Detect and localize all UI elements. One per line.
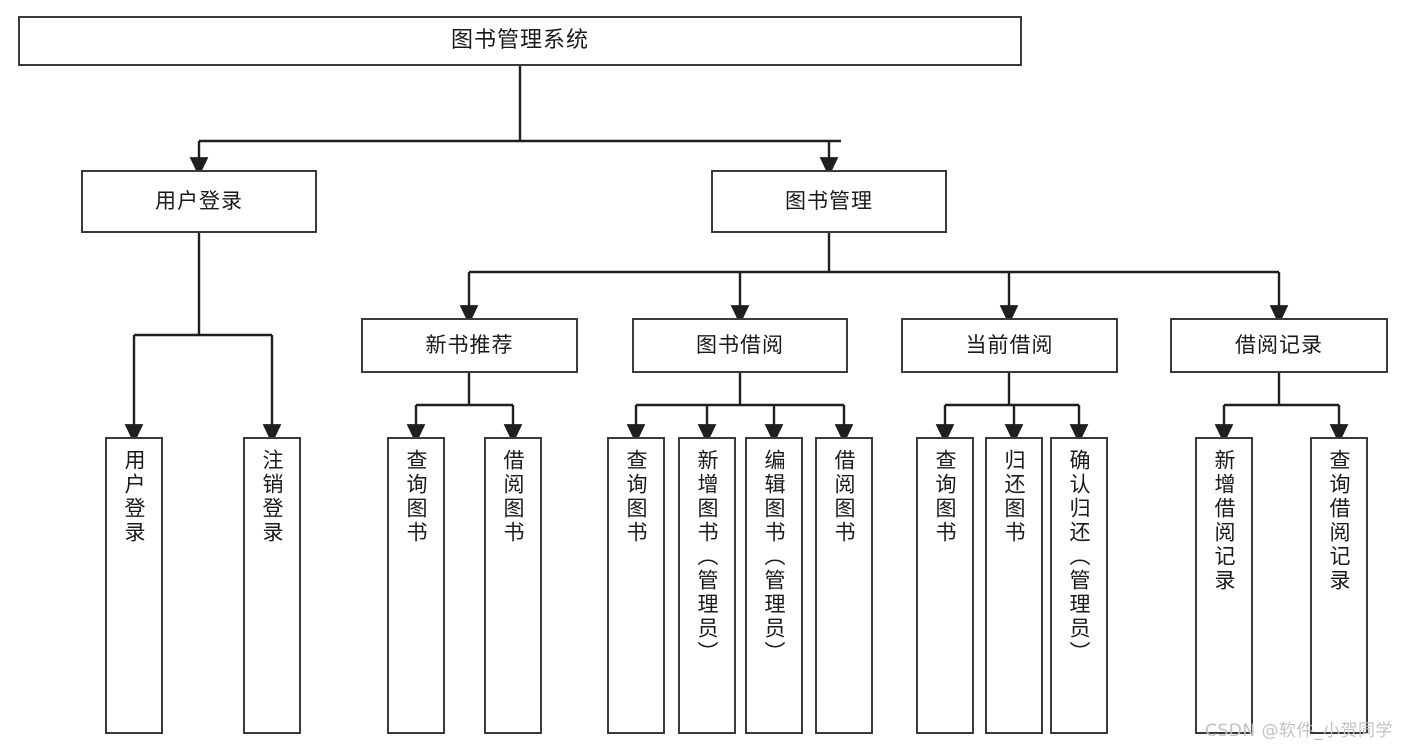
node-label: 注销登录 [260, 449, 285, 545]
node-label: 新书推荐 [425, 332, 514, 357]
node-leaf-logout[interactable]: 注销登录 [243, 437, 301, 734]
node-leaf-query-books-newbook[interactable]: 查询图书 [387, 437, 445, 734]
node-leaf-confirm-return-admin[interactable]: 确认归还（管理员） [1050, 437, 1108, 734]
node-label: 查询图书 [933, 449, 958, 545]
node-label: 新增图书（管理员） [695, 449, 720, 665]
node-book-management[interactable]: 图书管理 [711, 170, 947, 233]
node-current-borrowing[interactable]: 当前借阅 [901, 318, 1118, 373]
node-label: 图书管理系统 [450, 27, 589, 53]
node-leaf-user-login[interactable]: 用户登录 [105, 437, 163, 734]
node-label: 当前借阅 [965, 332, 1054, 357]
node-leaf-edit-book-admin[interactable]: 编辑图书（管理员） [745, 437, 803, 734]
node-label: 借阅图书 [832, 449, 857, 545]
node-root-book-management-system[interactable]: 图书管理系统 [18, 16, 1022, 66]
node-leaf-borrow-books-borrow[interactable]: 借阅图书 [815, 437, 873, 734]
node-label: 查询借阅记录 [1327, 449, 1352, 593]
node-label: 归还图书 [1002, 449, 1027, 545]
node-leaf-query-books-current[interactable]: 查询图书 [916, 437, 974, 734]
node-label: 查询图书 [404, 449, 429, 545]
node-label: 用户登录 [155, 188, 243, 213]
node-leaf-add-borrow-record[interactable]: 新增借阅记录 [1195, 437, 1253, 734]
node-label: 查询图书 [624, 449, 649, 545]
node-label: 新增借阅记录 [1212, 449, 1237, 593]
node-label: 编辑图书（管理员） [762, 449, 787, 665]
node-leaf-query-borrow-record[interactable]: 查询借阅记录 [1310, 437, 1368, 734]
node-leaf-return-books[interactable]: 归还图书 [985, 437, 1043, 734]
node-user-login[interactable]: 用户登录 [81, 170, 317, 233]
csdn-watermark: CSDN @软件_小贺同学 [1205, 721, 1393, 741]
node-leaf-query-books-borrow[interactable]: 查询图书 [607, 437, 665, 734]
node-leaf-borrow-books-newbook[interactable]: 借阅图书 [484, 437, 542, 734]
node-label: 图书借阅 [696, 332, 784, 357]
node-book-borrowing[interactable]: 图书借阅 [632, 318, 848, 373]
node-label: 用户登录 [122, 449, 147, 545]
node-label: 借阅图书 [501, 449, 526, 545]
node-borrow-records[interactable]: 借阅记录 [1170, 318, 1388, 373]
node-new-book-recommendation[interactable]: 新书推荐 [361, 318, 578, 373]
node-label: 借阅记录 [1235, 332, 1323, 357]
node-label: 确认归还（管理员） [1067, 449, 1092, 665]
node-label: 图书管理 [785, 188, 873, 213]
node-leaf-add-book-admin[interactable]: 新增图书（管理员） [678, 437, 736, 734]
